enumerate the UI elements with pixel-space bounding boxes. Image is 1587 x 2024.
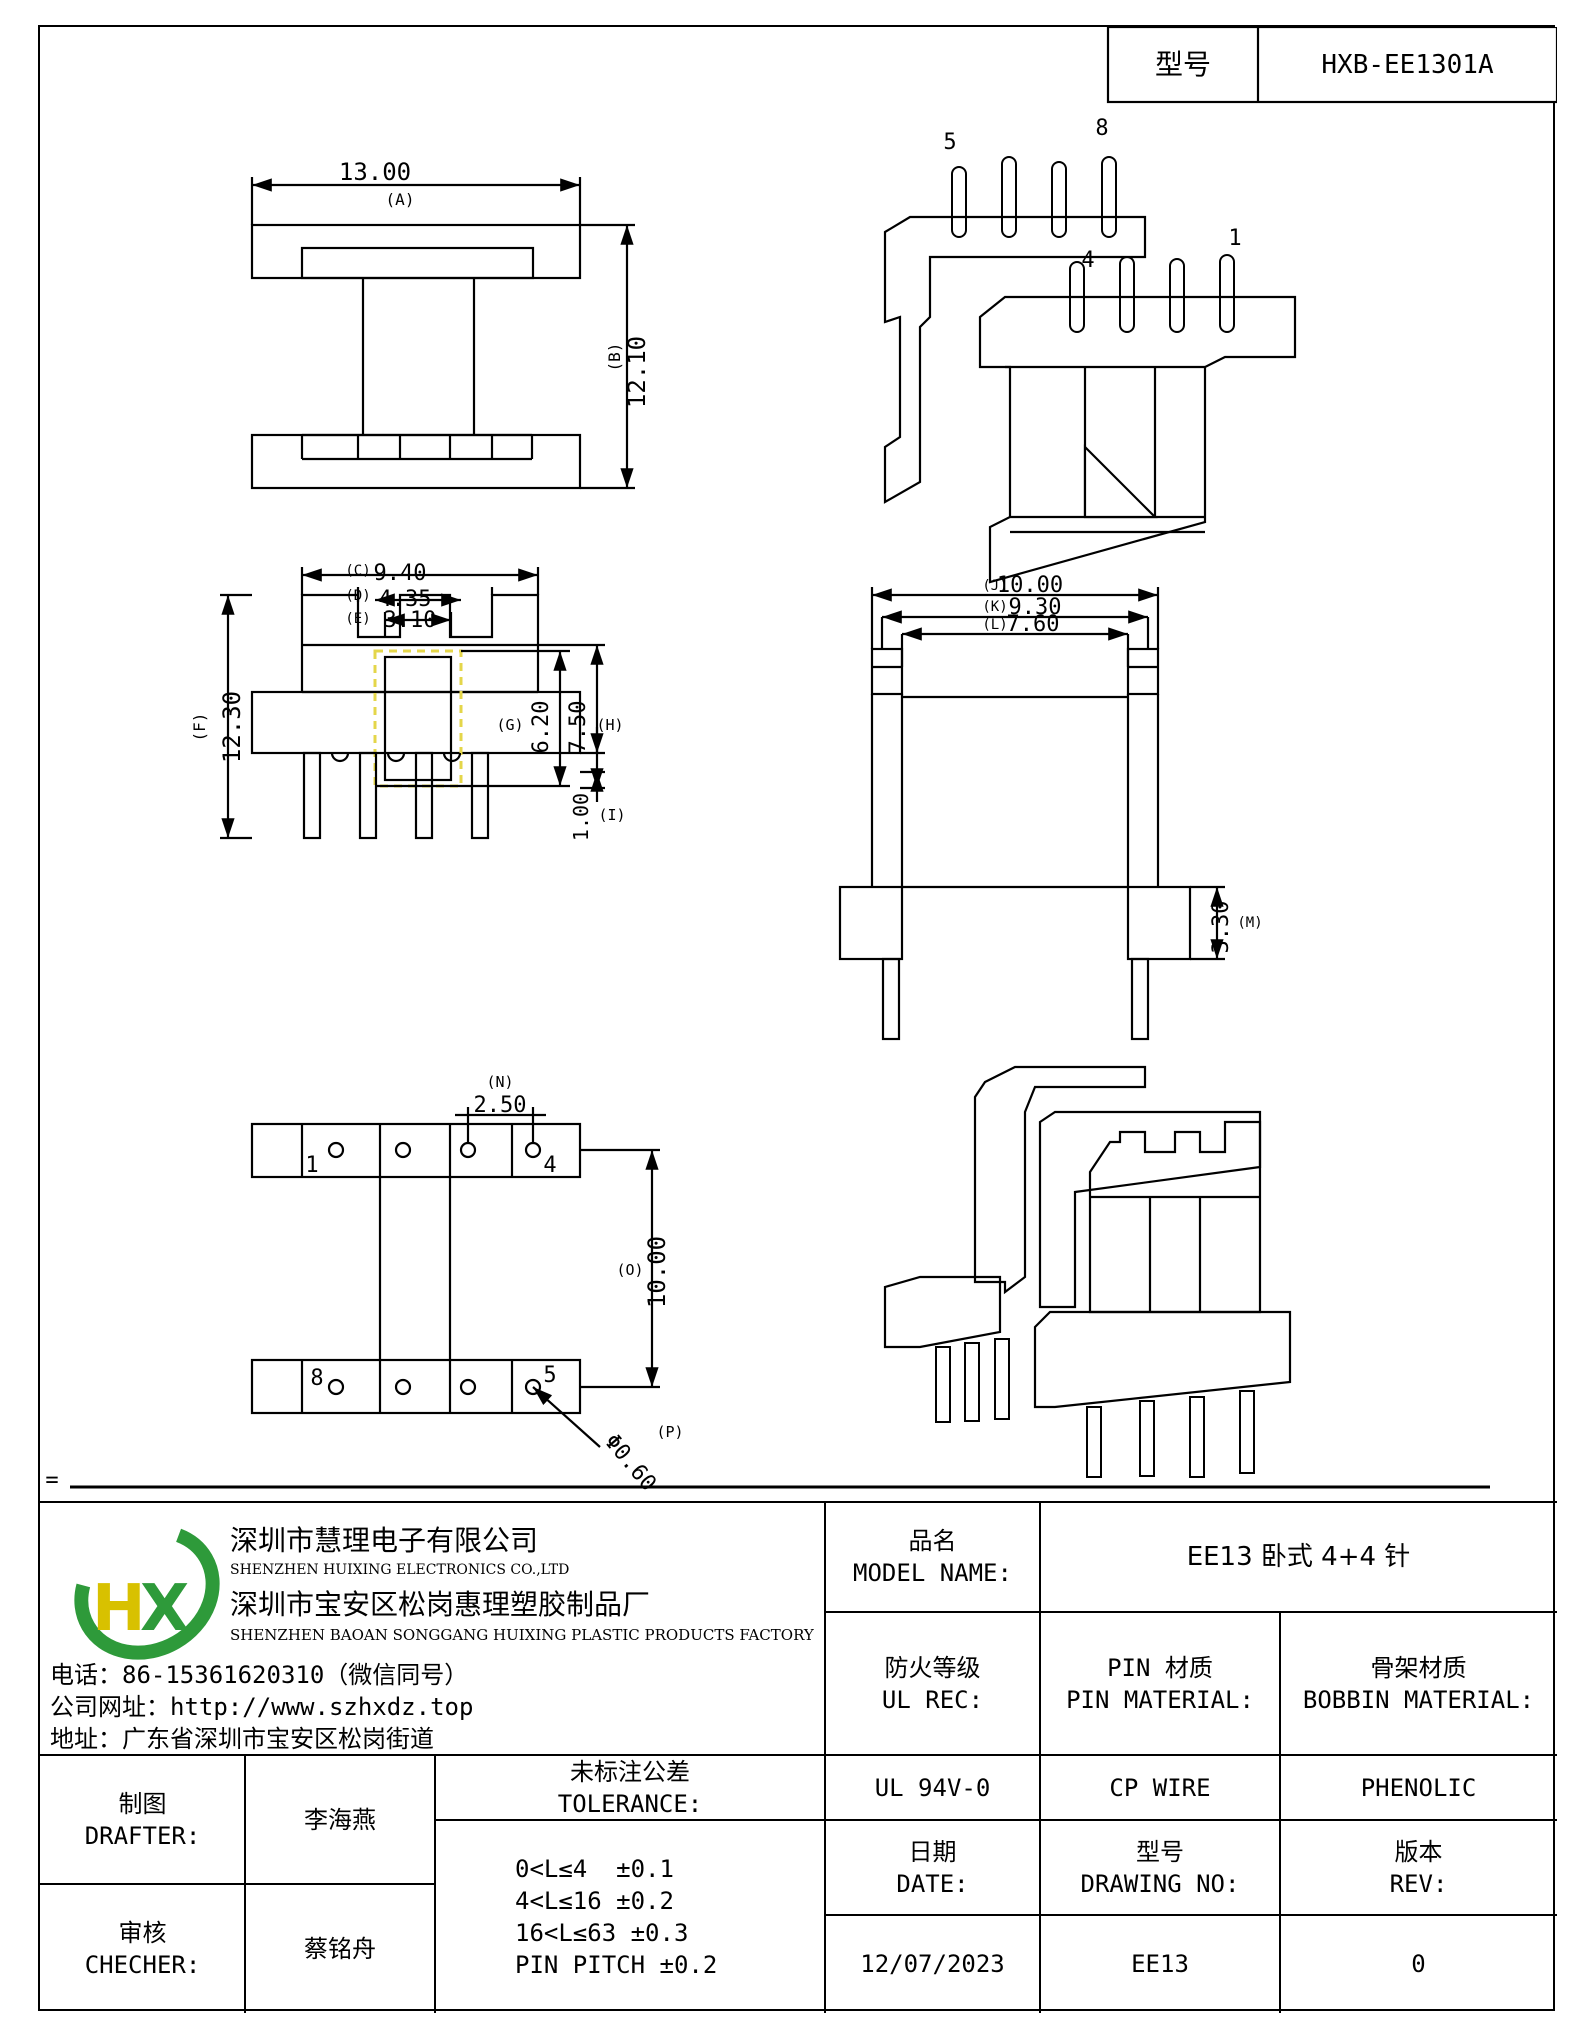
logo-h: H <box>92 1572 146 1646</box>
dim-m-tag: (M) <box>1237 915 1262 931</box>
dim-c-value: 9.40 <box>374 561 427 586</box>
checker-name: 蔡铭舟 <box>304 1934 376 1963</box>
dim-k-value: 9.30 <box>1009 595 1062 620</box>
dim-h-tag: (H) <box>596 716 623 734</box>
top-view <box>250 177 635 490</box>
dim-d-tag: (D) <box>345 588 370 604</box>
dim-b-value: 12.10 <box>623 336 651 408</box>
dim-f-value: 12.30 <box>218 691 246 763</box>
bottom-view <box>250 1107 660 1448</box>
pin-label-5: 5 <box>543 1363 556 1388</box>
technical-drawing: 13.00(A)12.10(B)9.40(C)4.35(D)3.10(E)12.… <box>40 27 1557 2013</box>
pin-label-4: 4 <box>543 1153 556 1178</box>
company-logo: H X <box>74 1524 220 1660</box>
drawing-no-value: EE13 <box>1131 1950 1189 1978</box>
front-view <box>220 567 605 840</box>
dim-a-tag: (A) <box>386 190 415 209</box>
dim-e-value: 3.10 <box>384 608 437 633</box>
dim-p-tag: (P) <box>656 1423 683 1441</box>
iso-pin-5: 5 <box>943 130 956 155</box>
dim-o-value: 10.00 <box>643 1236 671 1308</box>
drawing-sheet: 13.00(A)12.10(B)9.40(C)4.35(D)3.10(E)12.… <box>38 25 1557 2013</box>
company-name-cn: 深圳市慧理电子有限公司 <box>230 1524 539 1557</box>
dim-l-tag: (L) <box>982 617 1007 633</box>
dim-j-tag: (J) <box>982 578 1007 594</box>
pin-label-1: 1 <box>305 1153 318 1178</box>
dim-o-tag: (O) <box>616 1261 643 1279</box>
ul-rec-value: UL 94V-0 <box>874 1773 991 1802</box>
dim-g-value: 6.20 <box>529 701 554 754</box>
company-name-en: SHENZHEN HUIXING ELECTRONICS CO.,LTD <box>230 1562 570 1578</box>
iso-pin-1: 1 <box>1228 226 1241 251</box>
factory-name-en: SHENZHEN BAOAN SONGGANG HUIXING PLASTIC … <box>230 1626 814 1644</box>
date-value: 12/07/2023 <box>860 1950 1005 1978</box>
pin-material-value: CP WIRE <box>1109 1773 1211 1802</box>
dim-n-value: 2.50 <box>474 1093 527 1118</box>
address-text: 地址：广东省深圳市宝安区松岗街道 <box>50 1725 434 1753</box>
dim-g-tag: (G) <box>496 716 523 734</box>
dim-i-tag: (I) <box>598 806 625 824</box>
dim-a-value: 13.00 <box>339 158 411 186</box>
dim-m-value: 3.30 <box>1209 901 1234 954</box>
drafter-name: 李海燕 <box>304 1805 376 1834</box>
dim-l-value: 7.60 <box>1007 612 1060 637</box>
dim-h-value: 7.50 <box>566 701 591 754</box>
dim-i-value: 1.00 <box>569 793 593 841</box>
factory-name-cn: 深圳市宝安区松岗惠理塑胶制品厂 <box>230 1588 651 1621</box>
dim-c-tag: (C) <box>345 563 370 579</box>
website-text: 公司网址：http://www.szhxdz.top <box>50 1693 474 1721</box>
equals-mark: = <box>45 1468 58 1493</box>
dim-j-value: 10.00 <box>997 573 1063 598</box>
rev-value: 0 <box>1411 1950 1426 1978</box>
isometric-view-top <box>883 156 1297 584</box>
model-name-value: EE13 卧式 4+4 针 <box>1186 1542 1411 1572</box>
side-view <box>838 587 1225 1041</box>
dim-f-tag: (F) <box>190 713 209 742</box>
dim-k-tag: (K) <box>982 599 1007 615</box>
title-block-grid <box>40 1501 1557 2013</box>
bobbin-material-value: PHENOLIC <box>1360 1773 1477 1802</box>
pin-label-8: 8 <box>310 1366 323 1391</box>
phone-text: 电话：86-15361620310（微信同号） <box>50 1661 469 1689</box>
header-box <box>1106 27 1557 104</box>
header-model-label: 型号 <box>1154 47 1211 81</box>
iso-pin-4: 4 <box>1081 248 1094 273</box>
header-model-value: HXB-EE1301A <box>1321 49 1494 80</box>
iso-pin-8: 8 <box>1095 116 1108 141</box>
isometric-view-bottom <box>883 1065 1292 1478</box>
logo-x: X <box>140 1572 189 1646</box>
dim-e-tag: (E) <box>345 611 370 627</box>
dim-d-value: 4.35 <box>379 587 432 612</box>
dim-n-tag: (N) <box>486 1073 513 1091</box>
dim-b-tag: (B) <box>605 343 624 372</box>
